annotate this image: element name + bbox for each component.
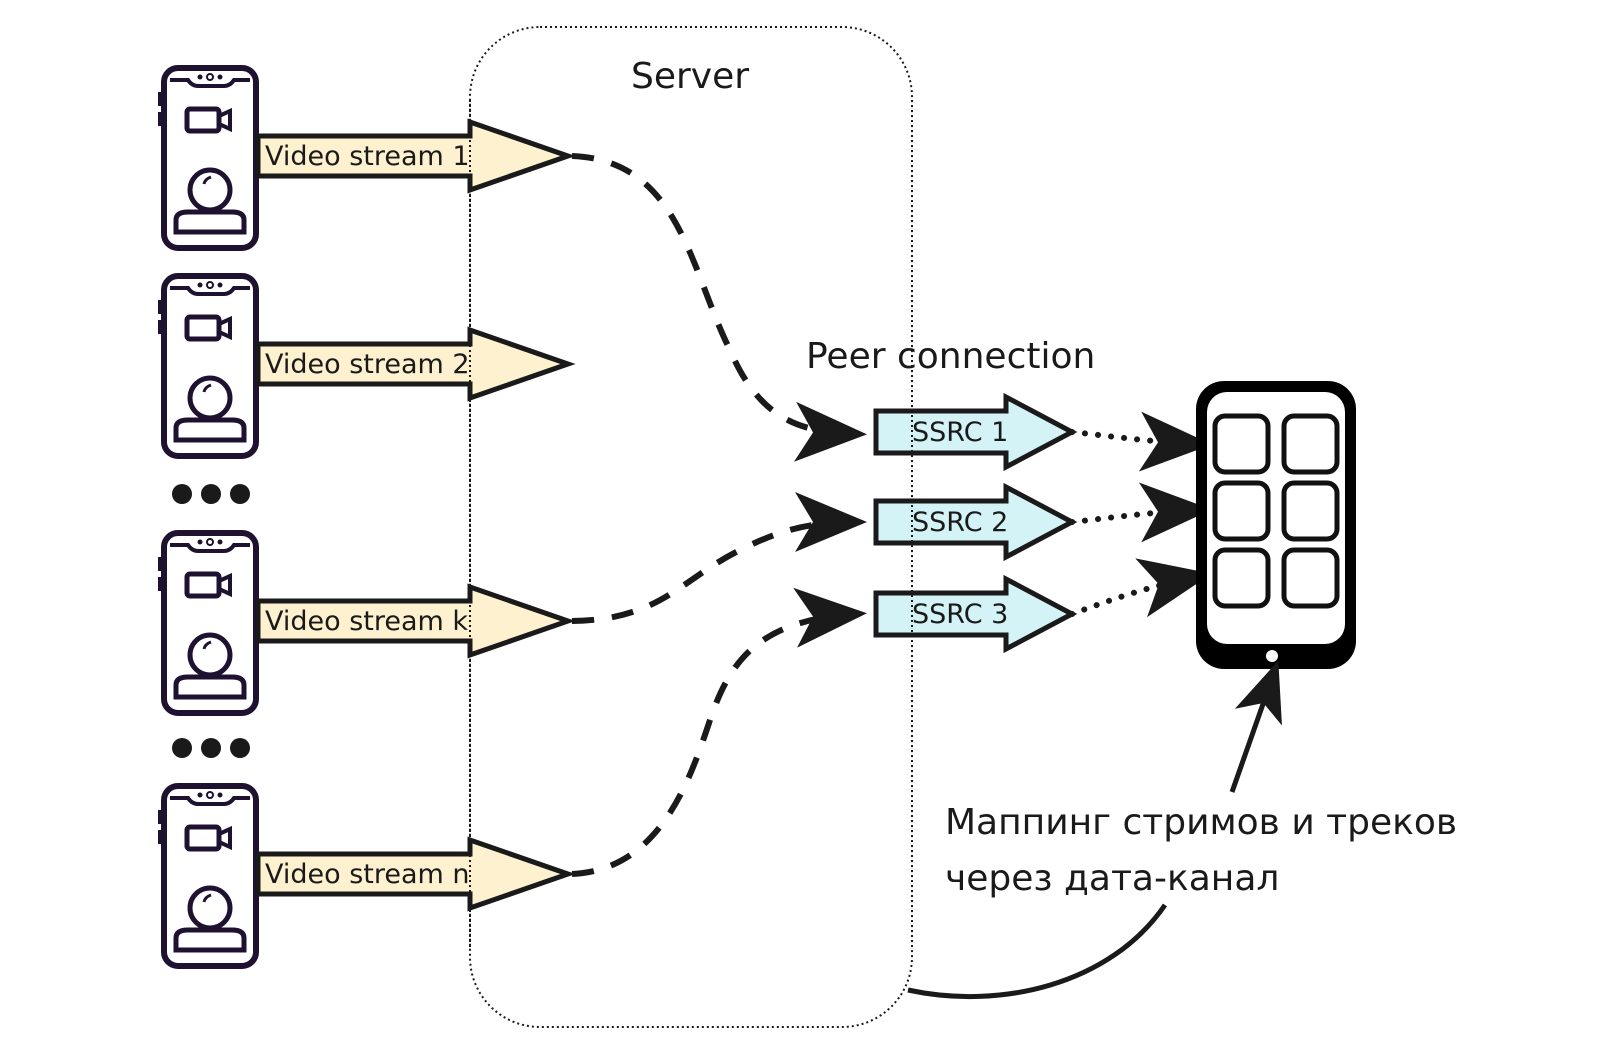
camera-phone-icon	[158, 65, 259, 251]
ssrc-label: SSRC 2	[912, 507, 1008, 538]
annotation-line-2: через дата-канал	[945, 858, 1279, 899]
stream-arrow	[255, 118, 576, 194]
stream-1: Video stream 1	[158, 65, 576, 251]
stream-label: Video stream k	[265, 606, 468, 637]
video-tile	[1281, 547, 1340, 609]
ssrc-track-3: SSRC 3	[873, 574, 1078, 654]
stream-arrow	[255, 583, 576, 659]
peer-connection-label: Peer connection	[806, 336, 1095, 377]
ssrc-track-2: SSRC 2	[873, 482, 1078, 562]
data-channel-arrow-tip	[1229, 660, 1282, 793]
stream-4: Video stream n	[158, 783, 576, 969]
ssrc2-to-tile	[1069, 482, 1212, 543]
receiver-tablet-icon	[1196, 381, 1356, 669]
ssrc-arrow	[873, 482, 1078, 562]
stream-label: Video stream n	[265, 859, 470, 890]
stream-label: Video stream 1	[265, 141, 470, 172]
ssrc-label: SSRC 3	[912, 599, 1008, 630]
ssrc-label: SSRC 1	[912, 417, 1008, 448]
stream-3: Video stream k	[158, 530, 576, 716]
ssrc-track-1: SSRC 1	[873, 392, 1078, 472]
ellipsis-dots-1	[172, 484, 250, 504]
camera-phone-icon	[158, 273, 259, 459]
server-label: Server	[631, 56, 749, 97]
video-tile	[1212, 413, 1271, 475]
route-stream1-to-ssrc1	[571, 153, 867, 462]
ssrc3-to-tile	[1069, 558, 1212, 618]
stream-2: Video stream 2	[158, 273, 576, 459]
route-streamn-to-ssrc3	[571, 587, 867, 877]
video-tile	[1212, 480, 1271, 542]
camera-phone-icon	[158, 783, 259, 969]
annotation-line-1: Маппинг стримов и треков	[945, 802, 1457, 843]
ssrc-arrow	[873, 392, 1078, 472]
ssrc-layer: SSRC 1 SSRC 2 SSRC 3	[873, 392, 1078, 654]
video-tile	[1281, 413, 1340, 475]
camera-phone-icon	[158, 530, 259, 716]
streams-layer: Video stream 1 Video stream 2 Video stream…	[158, 65, 576, 969]
ellipsis-dots-2	[172, 738, 250, 758]
video-tile	[1281, 480, 1340, 542]
ssrc-arrow	[873, 574, 1078, 654]
stream-label: Video stream 2	[265, 349, 470, 380]
route-streamk-to-ssrc2	[571, 492, 867, 624]
data-channel-arrow	[907, 903, 1168, 1000]
video-tile	[1212, 547, 1271, 609]
ssrc1-to-tile	[1069, 411, 1212, 472]
